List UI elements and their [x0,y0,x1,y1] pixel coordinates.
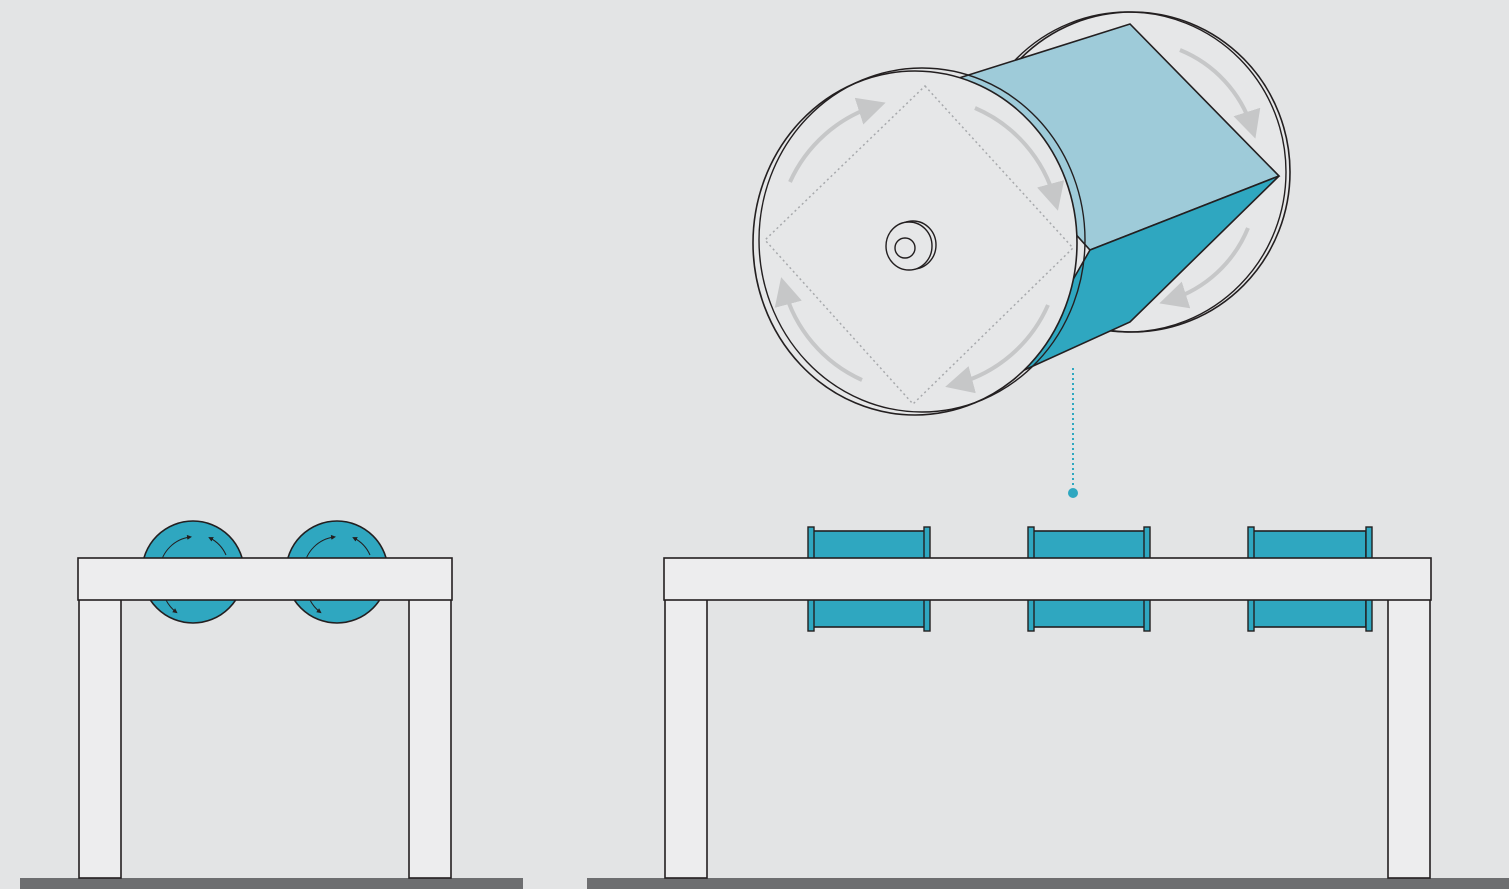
rotation-arrows-icon [945,304,1050,394]
rotation-arrows-icon [208,537,227,556]
rotation-arrows-icon [774,277,863,382]
floor-left [20,878,523,889]
rotation-arrows-icon [1179,48,1261,139]
front-table-top [663,557,1432,601]
callout-leader [1068,368,1078,498]
front-leg-right [1387,598,1431,879]
side-table-top [77,557,453,601]
rotation-arrows-icon [788,97,886,183]
front-view-table [663,526,1432,879]
side-leg-right [408,598,452,879]
rotation-arrows-icon [352,537,371,556]
rotation-arrows-icon [974,106,1065,211]
side-leg-left [78,598,122,879]
side-view-table [77,520,453,879]
square-profile-outline [763,84,1075,406]
axle-hub-icon [885,220,937,271]
floor-right [587,878,1509,889]
roller-detail [752,11,1291,416]
rotation-arrows-icon [1159,227,1250,309]
front-leg-left [664,598,708,879]
